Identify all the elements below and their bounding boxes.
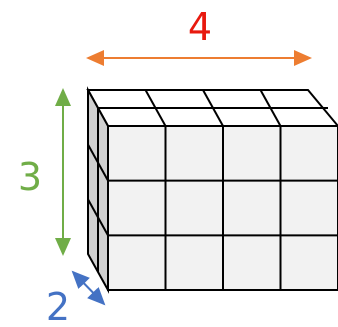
depth-arrow bbox=[71, 270, 106, 306]
unit-cube-block bbox=[86, 86, 338, 294]
cube-grid-lines bbox=[87, 89, 338, 290]
depth-label: 2 bbox=[46, 285, 70, 327]
height-label: 3 bbox=[18, 155, 42, 199]
length-label: 4 bbox=[188, 5, 212, 49]
length-dimension: 4 bbox=[86, 5, 312, 66]
height-dimension: 3 bbox=[18, 88, 71, 256]
depth-dimension: 2 bbox=[46, 270, 106, 327]
